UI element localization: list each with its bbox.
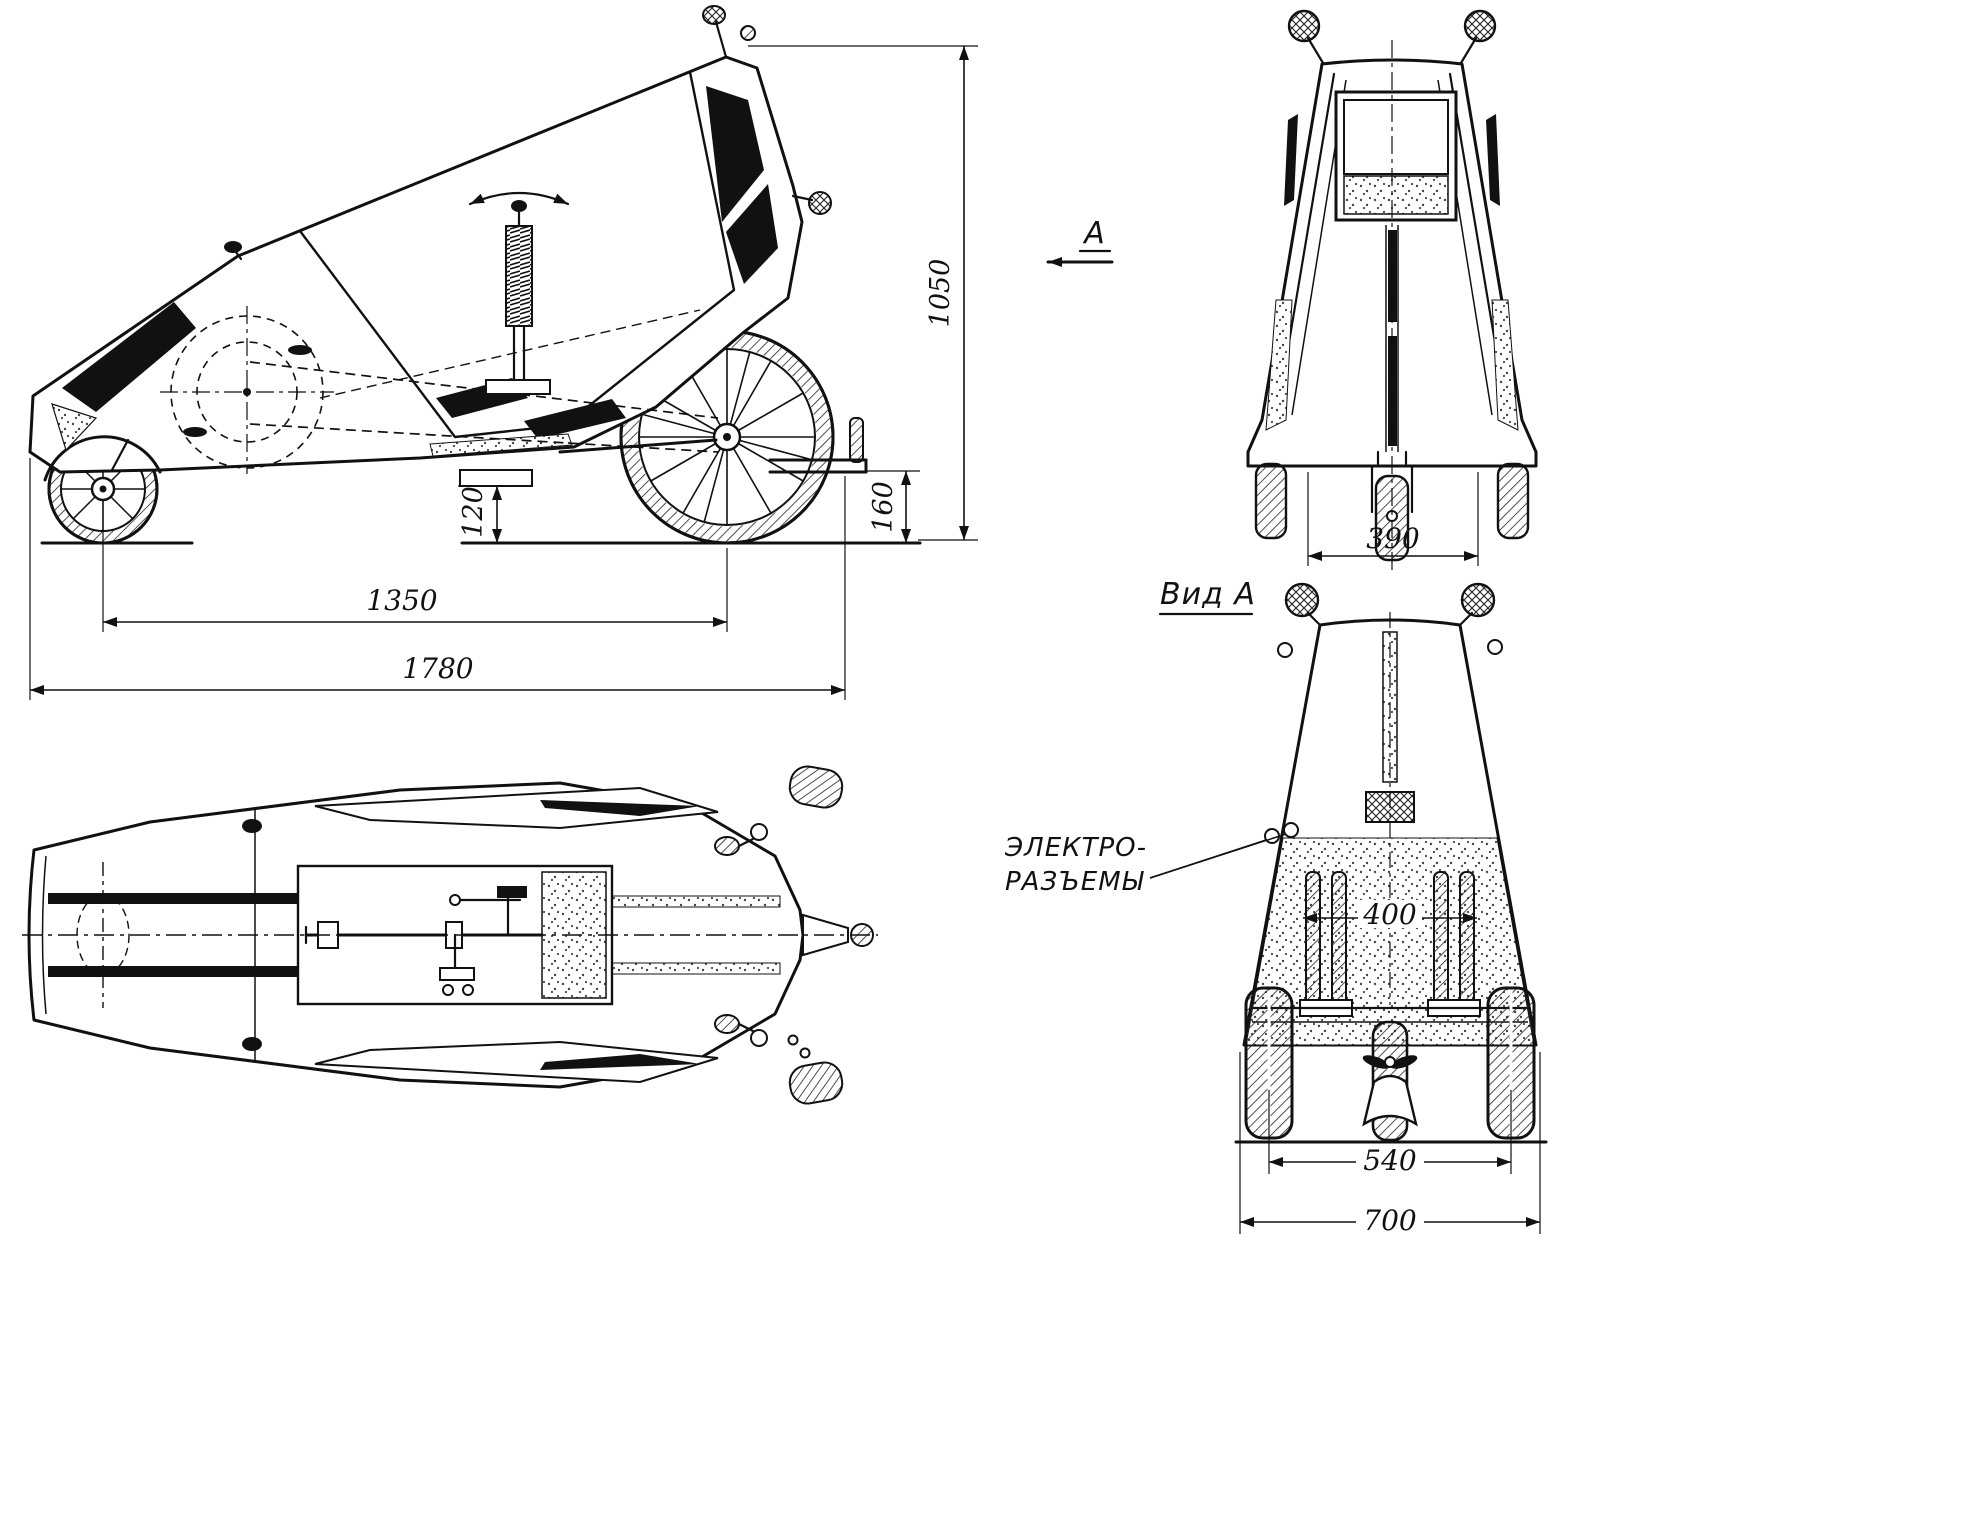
dim-front-track: 390 [1307,472,1479,566]
side-view: 1050 160 120 1350 1780 [28,5,978,700]
rear-dark-panel [524,399,626,439]
chain-line-top [249,361,719,419]
rear-wheel-spokes [639,349,815,525]
center-fender-bell [1362,1074,1418,1127]
front-door-dark-right [1486,114,1500,206]
front-fork [110,438,130,472]
dim-rear-track: 540 [1268,1090,1512,1177]
plan-knobs [242,819,811,1059]
frame-step [459,469,533,487]
plan-rear-wheel-top [788,765,844,809]
front-fender [43,435,162,482]
dim-overall-length: 1780 [29,458,846,700]
electro-connector-2 [1283,822,1299,838]
steering-dash [319,309,701,399]
dim-overall-width: 700 [1239,1052,1541,1237]
dim-overall-length-text: 1780 [402,652,473,685]
plan-stipple-stripe-bottom [611,962,781,975]
dim-wheelbase: 1350 [102,500,728,632]
steering-column [485,200,551,395]
dim-rear-track-text: 540 [1363,1144,1416,1177]
plan-stripe-bottom [48,966,298,977]
plan-canopy-top [314,786,719,830]
dim-floor-clearance-text: 120 [458,486,489,538]
headlamps [1284,582,1496,631]
dim-hitch-height: 160 [866,470,920,543]
swingarm [558,438,718,454]
rear-knob-left [1277,642,1293,658]
electro-callout-line2: РАЗЪЕМЫ [1005,867,1145,897]
electro-callout: ЭЛЕКТРО- РАЗЪЕМЫ [1004,833,1287,897]
plan-canopy-top-dark [540,800,700,816]
rear-view: Вид А [1004,577,1548,1237]
rear-knob-right [1487,639,1503,655]
nose-knob [224,241,243,261]
plan-nose-inner [41,855,47,1015]
front-view-wheels [1254,450,1530,562]
plan-stripe-top [48,893,298,904]
electro-callout-line1: ЭЛЕКТРО- [1004,833,1147,863]
front-view: 390 [1246,9,1538,572]
view-arrow-label: A [1082,216,1106,251]
dim-inner-width-text: 400 [1362,898,1416,931]
rear-window-lower [726,184,778,284]
tilt-arrow [468,191,570,206]
plan-canopy-bottom-dark [540,1054,700,1070]
plan-canopy-bottom [314,1040,719,1084]
dim-overall-height-text: 1050 [925,259,956,328]
rear-window-upper [706,86,764,222]
dim-wheelbase-text: 1350 [366,584,437,617]
wing-nut [1362,1055,1418,1069]
dim-floor-clearance: 120 [458,485,512,543]
tow-beam [768,417,868,474]
dim-front-track-text: 390 [1366,522,1419,555]
top-view [22,765,878,1105]
pedal-crank [160,306,334,474]
front-door-dark-left [1284,114,1298,206]
dim-overall-height: 1050 [748,45,978,541]
plan-stipple-stripe-top [611,895,781,908]
rear-lamp [791,191,832,215]
roof-mirror [702,5,756,59]
sill-stipple [429,433,573,457]
nose-stipple [51,403,98,452]
dim-hitch-height-text: 160 [868,481,899,533]
plan-rear-wheel-bottom [788,1061,844,1105]
dim-overall-width-text: 700 [1363,1204,1416,1237]
front-door-stipple-right [1491,299,1519,431]
rear-view-wheels [1244,986,1536,1142]
view-direction-arrow: A [1046,216,1114,267]
rear-view-title: Вид А [1160,577,1256,612]
dim-inner-width: 400 [1303,898,1477,931]
front-window [62,302,196,412]
windshield [1334,90,1458,222]
rear-suspension [1250,871,1530,1023]
front-door-stipple-left [1265,299,1293,431]
